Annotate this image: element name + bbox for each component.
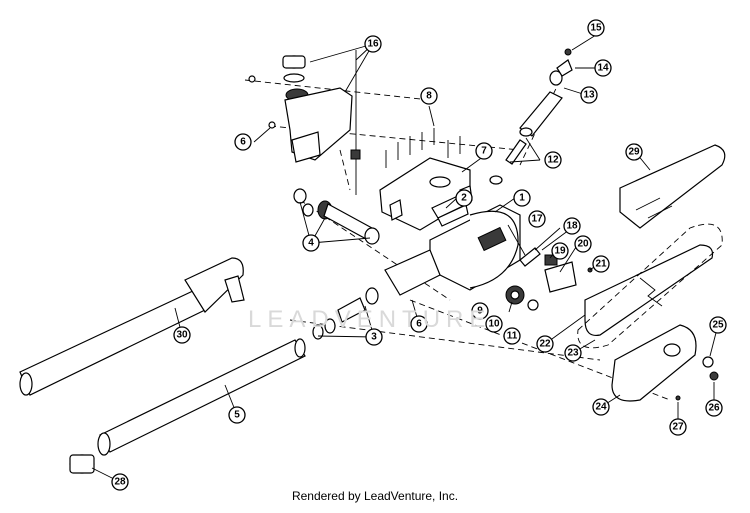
- callout-29: 29: [625, 143, 643, 161]
- callout-23: 23: [564, 344, 582, 362]
- svg-text:15: 15: [590, 23, 602, 34]
- svg-text:19: 19: [554, 246, 566, 257]
- callout-6b: 6: [410, 315, 428, 333]
- callout-12: 12: [544, 151, 562, 169]
- upper-pole: [19, 257, 245, 396]
- callout-25: 25: [709, 316, 727, 334]
- svg-text:25: 25: [712, 320, 724, 331]
- svg-text:14: 14: [597, 63, 609, 74]
- svg-text:12: 12: [547, 155, 559, 166]
- svg-text:23: 23: [567, 348, 579, 359]
- svg-text:27: 27: [672, 422, 684, 433]
- svg-text:18: 18: [566, 221, 578, 232]
- svg-text:17: 17: [531, 214, 543, 225]
- guide-bar: [584, 244, 714, 337]
- footer-credit: Rendered by LeadVenture, Inc.: [291, 489, 459, 503]
- svg-text:3: 3: [371, 332, 377, 343]
- svg-text:13: 13: [583, 90, 595, 101]
- callout-2: 2: [455, 189, 473, 207]
- coupler-bearings: [312, 287, 379, 340]
- svg-text:20: 20: [577, 239, 589, 250]
- svg-text:4: 4: [308, 238, 314, 249]
- callout-13: 13: [580, 86, 598, 104]
- svg-text:6: 6: [416, 319, 422, 330]
- callout-4: 4: [302, 234, 320, 252]
- callout-24: 24: [592, 398, 610, 416]
- svg-text:29: 29: [628, 147, 640, 158]
- svg-text:10: 10: [488, 319, 500, 330]
- svg-text:26: 26: [708, 403, 720, 414]
- callout-21: 21: [592, 255, 610, 273]
- svg-text:22: 22: [539, 339, 551, 350]
- callout-7: 7: [475, 142, 493, 160]
- callout-20: 20: [574, 235, 592, 253]
- svg-text:24: 24: [595, 402, 607, 413]
- callout-10: 10: [485, 315, 503, 333]
- gear-housing: [384, 204, 521, 296]
- saw-chain: [577, 223, 723, 349]
- svg-text:7: 7: [481, 146, 487, 157]
- lower-pole: [69, 338, 306, 474]
- callout-28: 28: [111, 473, 129, 491]
- drive-shaft: [293, 188, 380, 245]
- svg-text:5: 5: [234, 410, 240, 421]
- sprocket: [505, 285, 539, 311]
- svg-text:2: 2: [461, 193, 467, 204]
- callout-26: 26: [705, 399, 723, 417]
- svg-text:1: 1: [519, 193, 525, 204]
- svg-text:30: 30: [176, 330, 188, 341]
- svg-text:9: 9: [477, 306, 483, 317]
- callout-30: 30: [173, 326, 191, 344]
- svg-text:28: 28: [114, 477, 126, 488]
- callout-5: 5: [228, 406, 246, 424]
- callout-8: 8: [420, 87, 438, 105]
- svg-text:21: 21: [595, 259, 607, 270]
- tensioner: [519, 227, 593, 293]
- bar-scabbard: [619, 144, 726, 229]
- callout-14: 14: [594, 59, 612, 77]
- callout-22: 22: [536, 335, 554, 353]
- callout-15: 15: [587, 19, 605, 37]
- svg-text:6: 6: [240, 137, 246, 148]
- callout-11: 11: [503, 327, 521, 345]
- callout-9: 9: [471, 302, 489, 320]
- svg-text:8: 8: [426, 91, 432, 102]
- callout-19: 19: [551, 242, 569, 260]
- callout-1: 1: [513, 189, 531, 207]
- callout-16: 16: [364, 35, 382, 53]
- callout-18: 18: [563, 217, 581, 235]
- callout-17: 17: [528, 210, 546, 228]
- sprocket-cover: [611, 324, 719, 402]
- svg-text:16: 16: [367, 39, 379, 50]
- oil-tank-assembly: [248, 50, 361, 195]
- callout-3: 3: [365, 328, 383, 346]
- screws: [385, 128, 461, 168]
- watermark: LEADVENTURE: [248, 306, 492, 333]
- svg-text:11: 11: [507, 331, 518, 342]
- callout-27: 27: [669, 418, 687, 436]
- oil-pump: [489, 48, 573, 185]
- callout-6a: 6: [234, 133, 252, 151]
